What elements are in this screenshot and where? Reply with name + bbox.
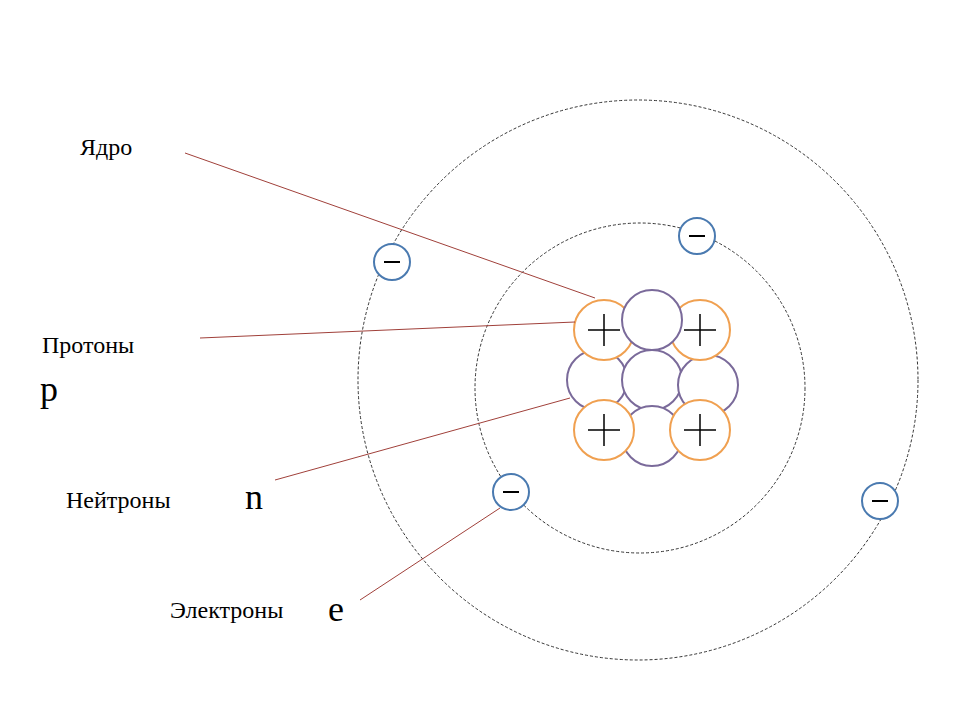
neutrons-label: Нейтроны: [66, 487, 171, 513]
electron: [493, 474, 529, 510]
leader-line: [200, 322, 575, 338]
neutrons: [567, 350, 738, 466]
neutron-symbol: n: [245, 478, 263, 518]
plus-signs: [588, 314, 716, 446]
proton-symbol: p: [40, 370, 58, 410]
leader-lines: [185, 153, 595, 600]
plus-sign: [588, 314, 620, 346]
electrons-label: Электроны: [170, 597, 283, 623]
leader-line: [185, 153, 595, 298]
outer-orbit: [358, 100, 918, 660]
electron-symbol: e: [328, 590, 344, 630]
leader-line: [360, 508, 500, 600]
proton: [670, 400, 730, 460]
protons-label: Протоны: [42, 332, 134, 358]
electron: [862, 483, 898, 519]
leader-line: [275, 398, 570, 480]
plus-sign: [684, 414, 716, 446]
inner-orbit: [475, 223, 805, 553]
electron: [679, 218, 715, 254]
plus-sign: [588, 414, 620, 446]
neutron: [622, 350, 682, 410]
neutron: [622, 290, 682, 350]
electron: [374, 244, 410, 280]
proton: [574, 400, 634, 460]
plus-sign: [684, 314, 716, 346]
nucleus-label: Ядро: [80, 134, 132, 160]
electrons: [374, 218, 898, 519]
